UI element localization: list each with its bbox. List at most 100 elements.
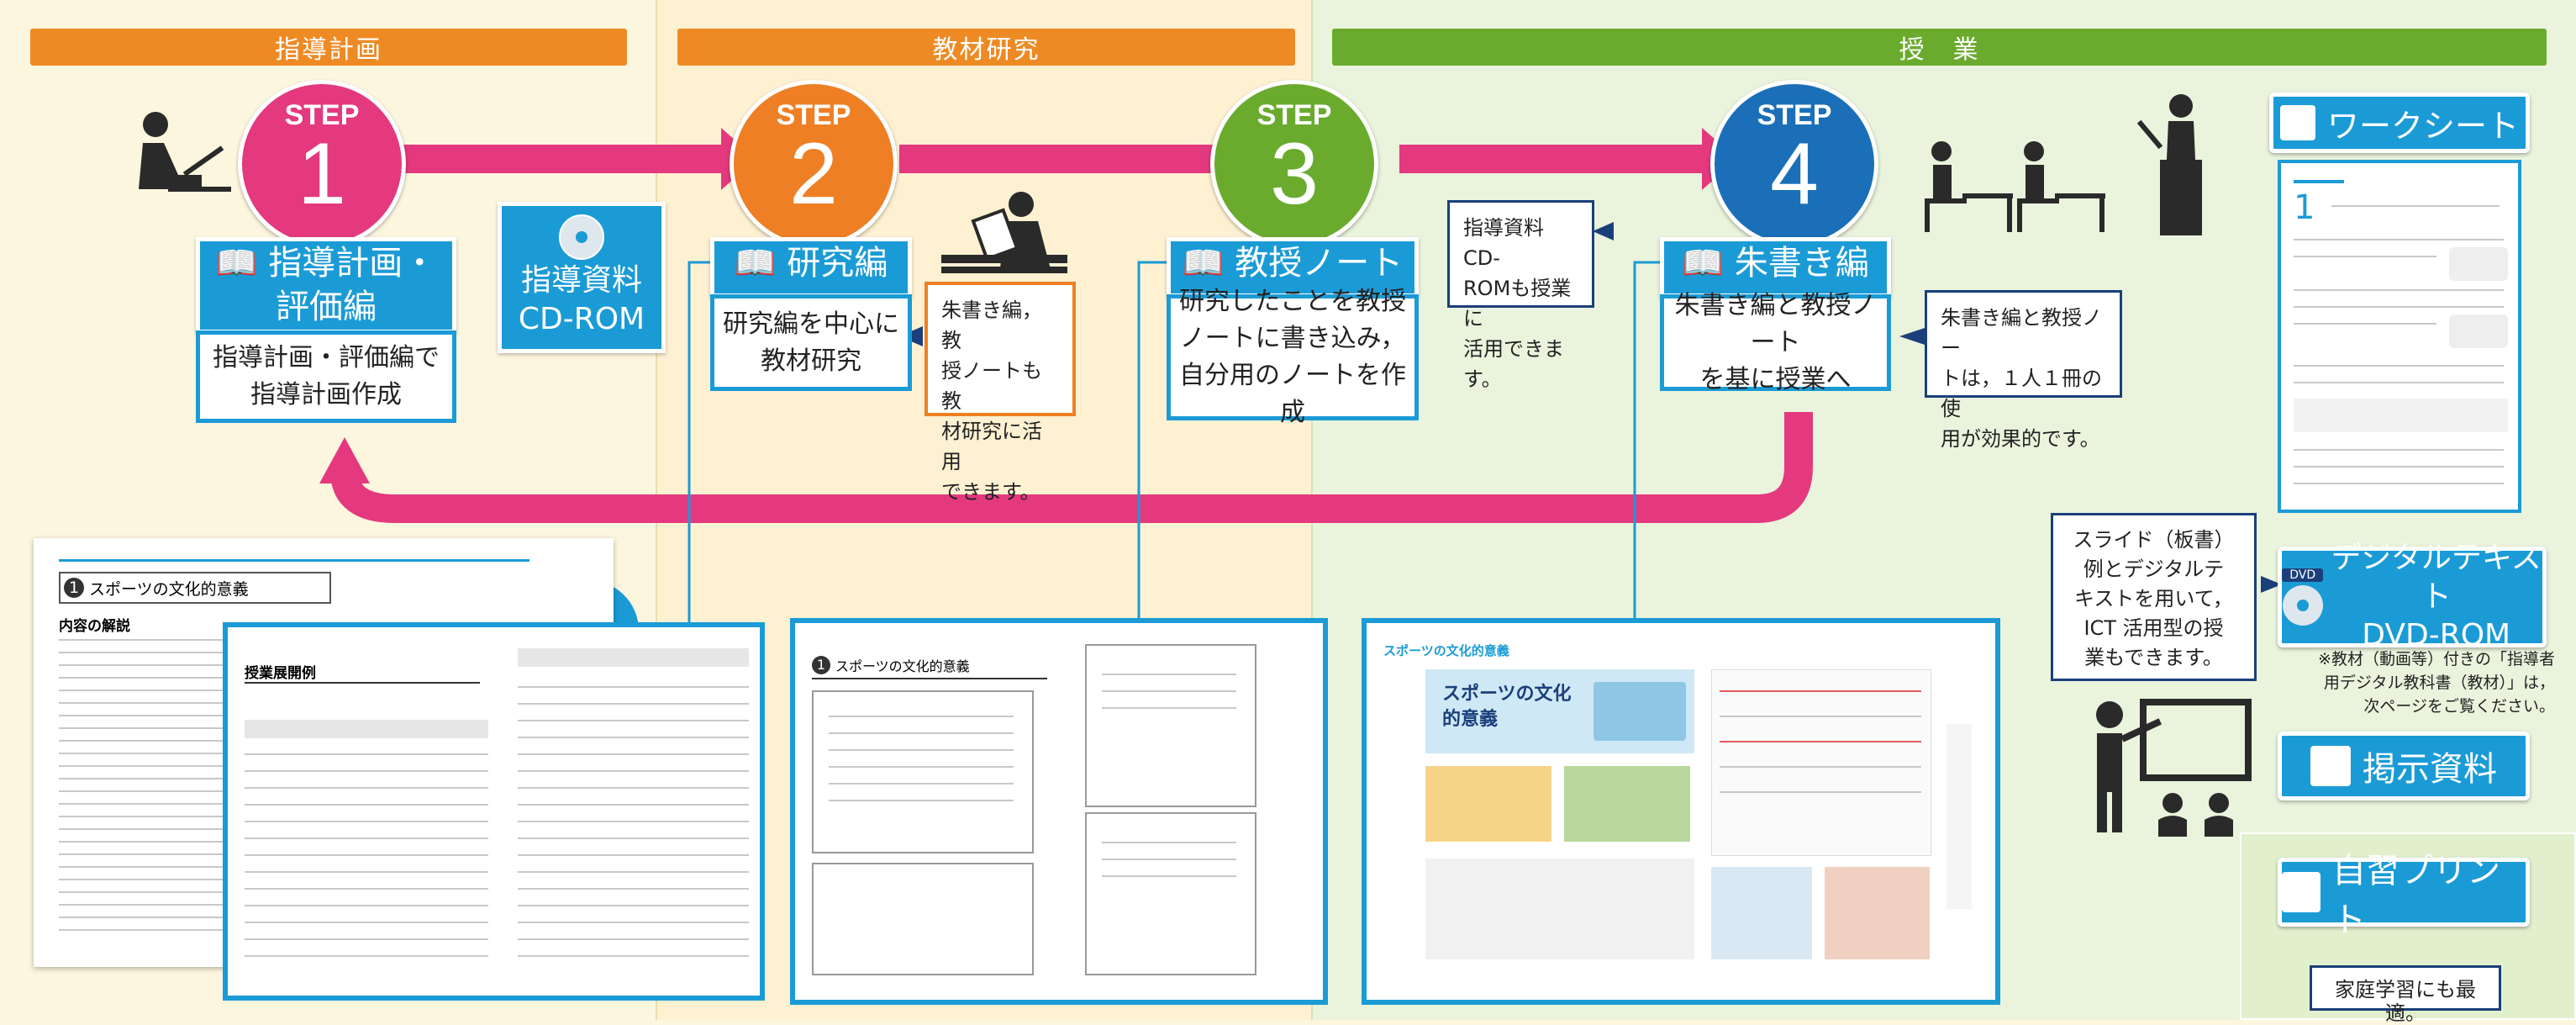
dvd-footnote-l3: 次ページをご覧ください。 [2363, 697, 2555, 716]
step1-title-box: 📖 指導計画・ 評価編 [196, 237, 456, 334]
poster-label: 掲示資料 [2363, 750, 2497, 789]
dvd-footnote-l1: ※教材（動画等）付きの「指導者 [2318, 650, 2555, 668]
page4-big-title: スポーツの文化的意義 [1442, 684, 1572, 730]
section-header-class: 授 業 [1332, 29, 2547, 66]
teacher-podium-icon [2136, 94, 2202, 235]
step4-cd-note-l2: ROMも授業に [1463, 277, 1572, 330]
step-number: 4 [1770, 125, 1819, 223]
page1-title: スポーツの文化的意義 [89, 579, 249, 599]
step-label: STEP [284, 99, 360, 131]
cdrom-l1: 指導資料 [520, 263, 642, 298]
slide-note: スライド（板書） 例とデジタルテ キストを用いて， ICT 活用型の授 業もでき… [2051, 513, 2257, 681]
step4-desc-l1: 朱書き編と教授ノート [1674, 290, 1877, 357]
page-thumb-red-annotation: スポーツの文化的意義 スポーツの文化的意義 [1362, 618, 2000, 1005]
step2-note-l1: 朱書き編，教 [941, 299, 1042, 352]
worksheet-thumbnail: 1 [2278, 160, 2521, 513]
slide-note-l3: キストを用いて， [2074, 587, 2233, 610]
dvd-label-l2: DVD-ROM [2362, 618, 2511, 653]
step2-desc-box: 研究編を中心に教材研究 [710, 294, 912, 391]
step3-title-box: 📖 教授ノート [1167, 237, 1419, 298]
step4-note-l1: 朱書き編と教授ノー [1941, 306, 2102, 360]
cd-icon [559, 214, 604, 260]
worksheet-number: 1 [2294, 188, 2315, 227]
book-icon: 📖 [1182, 244, 1235, 283]
step4-cd-note-l1: 指導資料 CD- [1463, 216, 1544, 270]
step1-desc-l2: 指導計画作成 [250, 380, 402, 409]
step-2-circle: STEP 2 [730, 80, 898, 248]
dvd-badge: DVD [2282, 568, 2324, 582]
step4-cd-note-l3: 活用できます。 [1463, 337, 1564, 391]
step1-title-l1: 📖 指導計画・ [215, 244, 437, 283]
step3-desc-l2: ノートに書き込み， [1179, 324, 1406, 353]
cdrom-box: 指導資料 CD-ROM [498, 202, 666, 353]
slide-note-l5: 業もできます。 [2084, 646, 2223, 669]
step2-note-l2: 授ノートも教 [941, 359, 1042, 413]
step2-title-box: 📖 研究編 [710, 237, 912, 298]
step2-desc-l2: 教材研究 [761, 346, 861, 376]
step3-title: 教授ノート [1235, 244, 1404, 283]
step3-desc-box: 研究したことを教授ノートに書き込み， 自分用のノートを作成 [1167, 287, 1419, 427]
teacher-board-icon [2096, 699, 2252, 837]
dvd-icon: DVD [2282, 568, 2324, 626]
step-label: STEP [776, 99, 851, 131]
worksheet-button[interactable]: ワークシート [2269, 92, 2530, 153]
page1-subtitle: 内容の解説 [59, 618, 130, 635]
step2-title: 研究編 [787, 244, 888, 283]
worksheet-label: ワークシート [2326, 107, 2519, 145]
step-label: STEP [1256, 99, 1332, 131]
book-icon: 📖 [1682, 244, 1735, 283]
step3-desc-l1: 研究したことを教授 [1179, 287, 1406, 316]
cdrom-l2: CD-ROM [518, 302, 645, 336]
step-3-circle: STEP 3 [1210, 80, 1378, 248]
page2-title: 授業展開例 [245, 661, 480, 684]
step3-desc-l3: 自分用のノートを作成 [1179, 361, 1406, 427]
step1-title-l2: 評価編 [276, 288, 377, 326]
step2-note-l4: できます。 [941, 480, 1040, 504]
step4-note: 朱書き編と教授ノー トは，１人１冊の使 用が効果的です。 [1925, 290, 2122, 451]
step1-desc-l1: 指導計画・評価編で [213, 343, 440, 372]
step-1-circle: STEP 1 [238, 80, 406, 248]
page-thumb-teaching-note: 1 スポーツの文化的意義 [790, 618, 1328, 1005]
step-number: 2 [789, 125, 838, 223]
self-study-print-button[interactable]: 自習プリント [2278, 852, 2530, 939]
step2-note-l3: 材研究に活用 [941, 420, 1042, 473]
step2-note: 朱書き編，教 授ノートも教 材研究に活用 できます。 [925, 282, 1076, 504]
pencil-doc-icon [2282, 872, 2321, 912]
dvd-footnote-l2: 用デジタル教科書（教材）」は， [2323, 674, 2555, 692]
slide-note-l2: 例とデジタルテ [2083, 557, 2225, 581]
section-number-badge: 1 [64, 578, 84, 598]
dvd-rom-button[interactable]: DVD デジタルテキスト DVD-ROM [2278, 541, 2547, 653]
section-number-badge: 1 [812, 656, 830, 674]
page3-title: スポーツの文化的意義 [835, 658, 970, 674]
step-number: 1 [298, 125, 346, 223]
step-4-circle: STEP 4 [1710, 80, 1878, 248]
step4-desc-l2: を基に授業へ [1699, 364, 1852, 394]
step4-desc-box: 朱書き編と教授ノートを基に授業へ [1660, 291, 1891, 394]
step4-cd-note: 指導資料 CD- ROMも授業に 活用できます。 [1447, 200, 1594, 391]
step4-note-l2: トは，１人１冊の使 [1941, 367, 2102, 420]
dvd-footnote: ※教材（動画等）付きの「指導者 用デジタル教科書（教材）」は， 次ページをご覧く… [2278, 647, 2555, 718]
book-icon: 📖 [734, 244, 788, 283]
pencil-doc-icon [2279, 105, 2315, 140]
section-header-plan: 指導計画 [30, 29, 627, 66]
students-at-desks-icon [1925, 141, 2105, 232]
print-label: 自習プリント [2332, 852, 2500, 939]
dvd-label-l1: デジタルテキスト [2331, 541, 2542, 614]
page4-title: スポーツの文化的意義 [1383, 643, 1509, 658]
step2-desc-l1: 研究編を中心に [723, 309, 899, 339]
book-icon: 📖 [215, 244, 269, 283]
page-thumb-research: 授業展開例 [223, 622, 765, 1001]
poster-icon [2310, 746, 2351, 786]
step-label: STEP [1757, 99, 1832, 131]
print-note: 家庭学習にも最適。 [2310, 965, 2501, 1025]
slide-note-l4: ICT 活用型の授 [2083, 616, 2224, 640]
teacher-reading-icon [941, 192, 1067, 273]
section-header-study: 教材研究 [677, 29, 1295, 66]
step1-desc-box: 指導計画・評価編で指導計画作成 [196, 330, 456, 423]
poster-button[interactable]: 掲示資料 [2278, 732, 2530, 800]
slide-note-l1: スライド（板書） [2073, 528, 2235, 552]
step4-title: 朱書き編 [1734, 244, 1869, 283]
teacher-laptop-icon [139, 112, 231, 192]
step4-note-l3: 用が効果的です。 [1941, 427, 2100, 451]
step-number: 3 [1270, 125, 1319, 223]
